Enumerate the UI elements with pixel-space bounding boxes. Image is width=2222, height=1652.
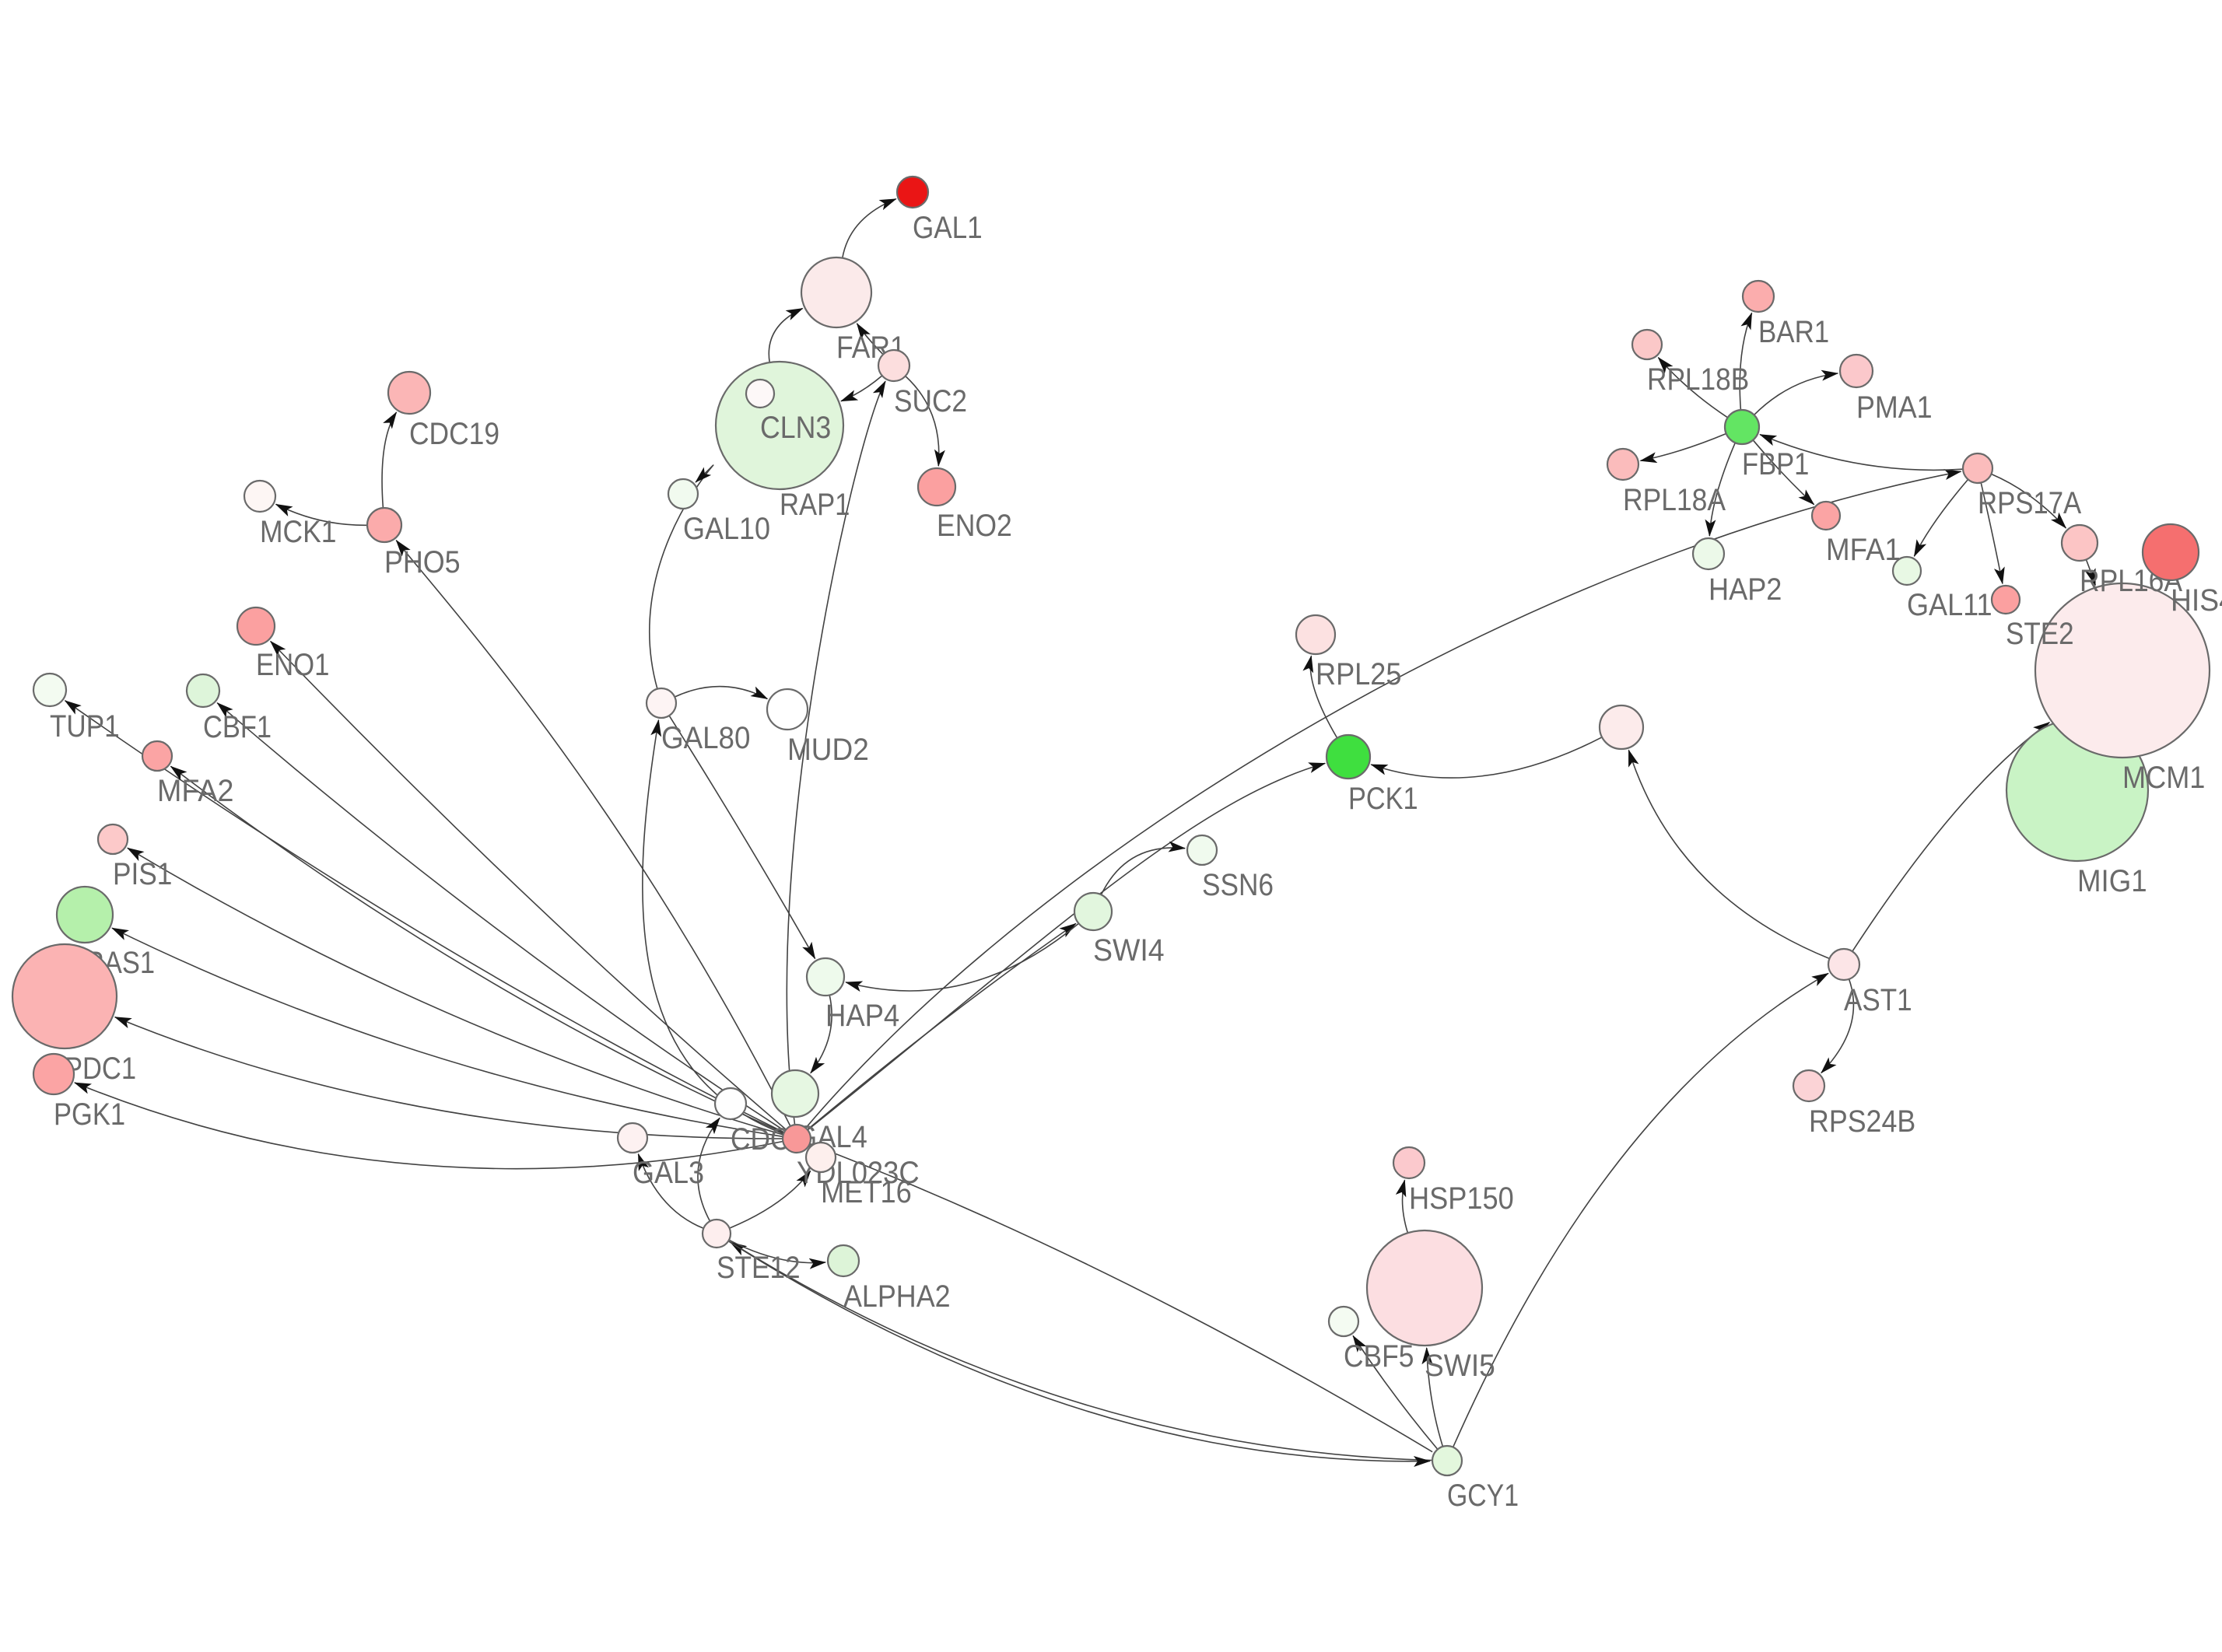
- svg-text:GAL10: GAL10: [683, 512, 770, 546]
- svg-text:STE12: STE12: [717, 1251, 801, 1285]
- svg-text:GAL11: GAL11: [1907, 588, 1992, 622]
- svg-text:MFA1: MFA1: [1826, 533, 1901, 567]
- svg-text:PDC1: PDC1: [65, 1052, 136, 1086]
- svg-text:TUP1: TUP1: [50, 709, 120, 744]
- svg-text:PIS1: PIS1: [113, 857, 172, 891]
- svg-text:RAP1: RAP1: [780, 488, 850, 522]
- svg-text:GAL3: GAL3: [633, 1156, 704, 1190]
- svg-text:PMA1: PMA1: [1856, 390, 1933, 425]
- svg-text:MIG1: MIG1: [2077, 864, 2147, 898]
- svg-text:HIS4: HIS4: [2171, 583, 2222, 618]
- svg-text:BAR1: BAR1: [1758, 315, 1829, 349]
- svg-text:RPS24B: RPS24B: [1809, 1104, 1915, 1139]
- svg-text:MCM1: MCM1: [2122, 761, 2205, 795]
- svg-text:PGK1: PGK1: [54, 1097, 125, 1132]
- svg-text:SWI5: SWI5: [1425, 1349, 1495, 1383]
- svg-text:ENO2: ENO2: [937, 509, 1012, 543]
- svg-text:MUD2: MUD2: [787, 733, 869, 767]
- svg-text:MCK1: MCK1: [260, 515, 336, 549]
- svg-text:STE2: STE2: [2006, 617, 2074, 651]
- svg-text:GAL80: GAL80: [661, 721, 750, 755]
- svg-text:PCK1: PCK1: [1348, 782, 1418, 816]
- svg-text:CBF1: CBF1: [203, 710, 272, 744]
- svg-text:RPS17A: RPS17A: [1978, 486, 2081, 520]
- svg-text:CBF5: CBF5: [1344, 1339, 1414, 1374]
- svg-text:CLN3: CLN3: [760, 411, 831, 445]
- svg-text:SWI4: SWI4: [1093, 933, 1165, 968]
- svg-text:FBP1: FBP1: [1742, 447, 1809, 481]
- svg-text:PHO5: PHO5: [384, 545, 461, 579]
- svg-text:ALPHA2: ALPHA2: [843, 1279, 951, 1314]
- svg-text:HAP2: HAP2: [1709, 572, 1782, 607]
- svg-text:RPL25: RPL25: [1316, 657, 1401, 691]
- svg-text:RPL18A: RPL18A: [1623, 483, 1726, 517]
- svg-text:HAP4: HAP4: [825, 999, 899, 1033]
- svg-text:AST1: AST1: [1844, 983, 1912, 1017]
- svg-text:SSN6: SSN6: [1202, 868, 1274, 902]
- svg-text:ENO1: ENO1: [256, 648, 329, 682]
- svg-text:MFA2: MFA2: [157, 774, 233, 808]
- svg-text:CDC19: CDC19: [409, 417, 499, 451]
- svg-text:MET16: MET16: [821, 1175, 912, 1209]
- svg-text:RPL18B: RPL18B: [1647, 362, 1749, 397]
- svg-text:HSP150: HSP150: [1409, 1181, 1514, 1216]
- svg-text:GAL1: GAL1: [913, 211, 983, 245]
- svg-text:SUC2: SUC2: [894, 384, 967, 418]
- svg-text:GCY1: GCY1: [1447, 1479, 1519, 1513]
